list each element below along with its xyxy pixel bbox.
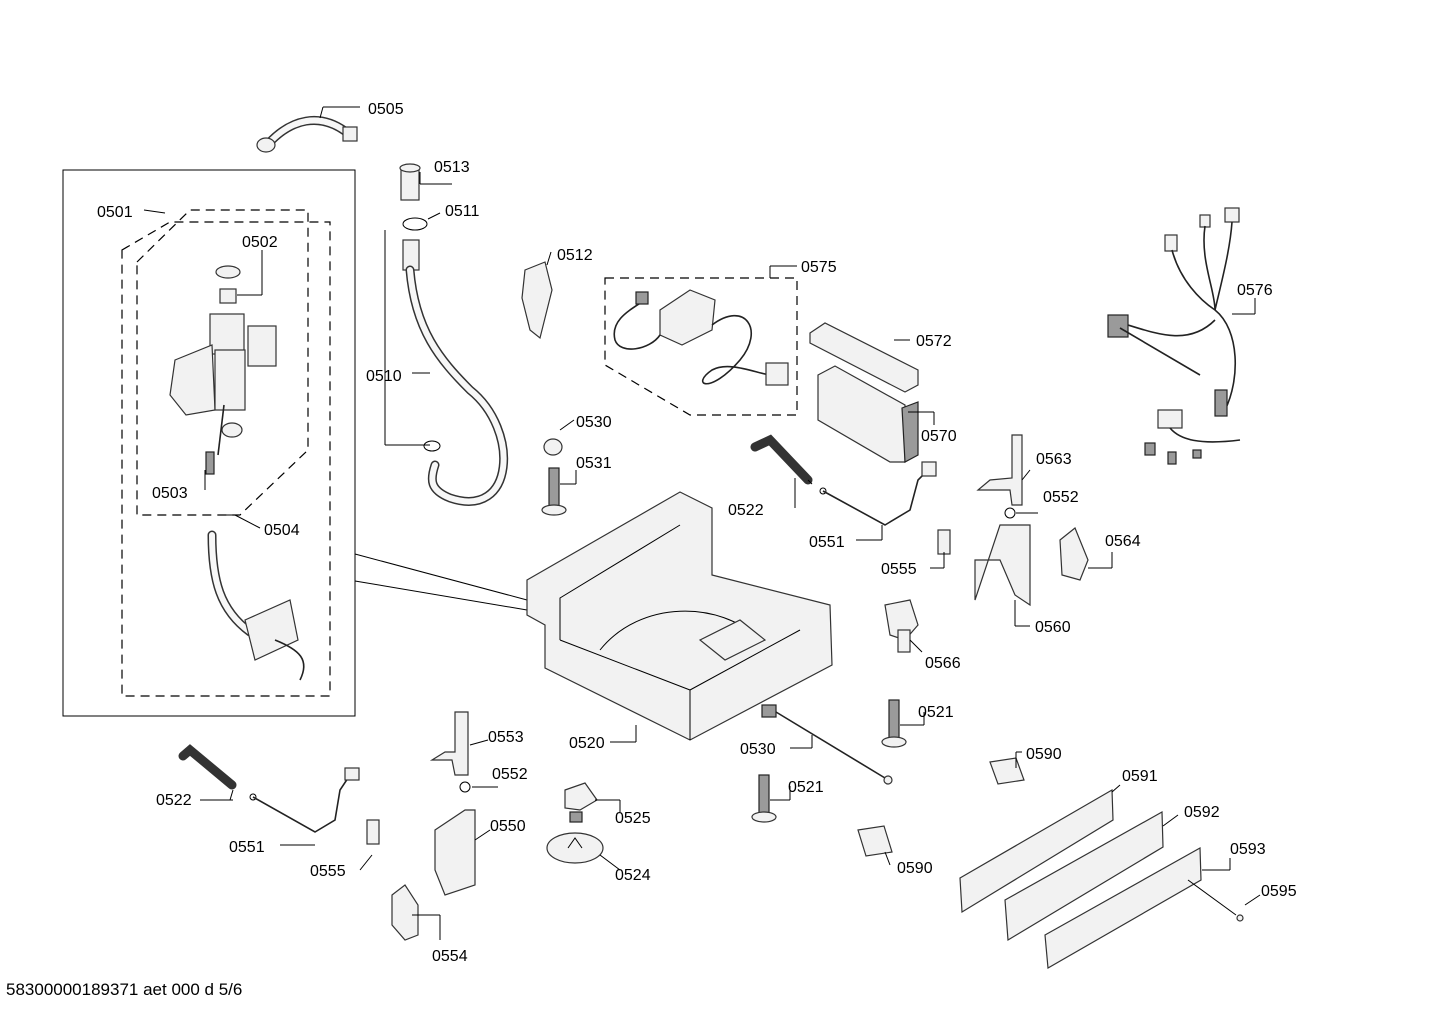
- left-lower-parts: [178, 711, 476, 941]
- label-0595: 0595: [1261, 883, 1297, 900]
- label-0522: 0522: [728, 502, 764, 519]
- label-0555: 0555: [881, 561, 917, 578]
- base-frame-drawing: [526, 491, 833, 741]
- label-0530: 0530: [576, 414, 612, 431]
- label-0531: 0531: [576, 455, 612, 472]
- document-id: 58300000189371 aet 000 d 5/6: [6, 980, 243, 999]
- label-0570: 0570: [921, 428, 957, 445]
- label-0502: 0502: [242, 234, 278, 251]
- label-0510: 0510: [366, 368, 402, 385]
- label-0576: 0576: [1237, 282, 1273, 299]
- label-0572: 0572: [916, 333, 952, 350]
- label-0513: 0513: [434, 159, 470, 176]
- label-0555b: 0555: [310, 863, 346, 880]
- label-0563: 0563: [1036, 451, 1072, 468]
- hose-clip-drawing: [521, 261, 553, 340]
- label-0551b: 0551: [229, 839, 265, 856]
- label-0590: 0590: [1026, 746, 1062, 763]
- drain-hose-drawing: [399, 163, 509, 506]
- label-0592: 0592: [1184, 804, 1220, 821]
- detail-box: [62, 169, 528, 717]
- label-0590b: 0590: [897, 860, 933, 877]
- label-0504: 0504: [264, 522, 300, 539]
- label-0554: 0554: [432, 948, 468, 965]
- drain-pump-group: [604, 277, 798, 416]
- label-0593: 0593: [1230, 841, 1266, 858]
- wiring-harness-drawing: [1107, 207, 1241, 465]
- spring-upper-drawing: [750, 434, 813, 485]
- nut-and-bolt-drawing: [541, 438, 567, 516]
- label-0560: 0560: [1035, 619, 1071, 636]
- label-0505: 0505: [368, 101, 404, 118]
- cable-upper-drawing: [819, 461, 937, 526]
- label-0521: 0521: [918, 704, 954, 721]
- label-0564: 0564: [1105, 533, 1141, 550]
- supply-hose-drawing: [256, 116, 358, 153]
- aquastop-hose-drawing: [207, 530, 305, 681]
- leader-lines: [143, 106, 1261, 940]
- label-0553: 0553: [488, 729, 524, 746]
- label-0566: 0566: [925, 655, 961, 672]
- label-0522b: 0522: [156, 792, 192, 809]
- label-0591: 0591: [1122, 768, 1158, 785]
- label-0530b: 0530: [740, 741, 776, 758]
- label-0525: 0525: [615, 810, 651, 827]
- label-0520: 0520: [569, 735, 605, 752]
- label-0511: 0511: [445, 203, 480, 220]
- label-0552: 0552: [1043, 489, 1079, 506]
- label-0524: 0524: [615, 867, 651, 884]
- panel-parts-drawing: [809, 322, 919, 463]
- label-0512: 0512: [557, 247, 593, 264]
- label-0552b: 0552: [492, 766, 528, 783]
- part-labels: 0505 0513 0511 0501 0502 0512 0575 0576 …: [97, 101, 1297, 965]
- right-hinge-parts: [884, 434, 1089, 653]
- label-0501: 0501: [97, 204, 133, 221]
- bottom-cable-and-bolts: [751, 699, 907, 823]
- plinth-parts: [857, 757, 1244, 969]
- label-0575: 0575: [801, 259, 837, 276]
- label-0521b: 0521: [788, 779, 824, 796]
- aquastop-valve-drawing: [169, 265, 277, 475]
- float-switch-parts: [546, 782, 604, 864]
- label-0503: 0503: [152, 485, 188, 502]
- label-0550: 0550: [490, 818, 526, 835]
- label-0551: 0551: [809, 534, 845, 551]
